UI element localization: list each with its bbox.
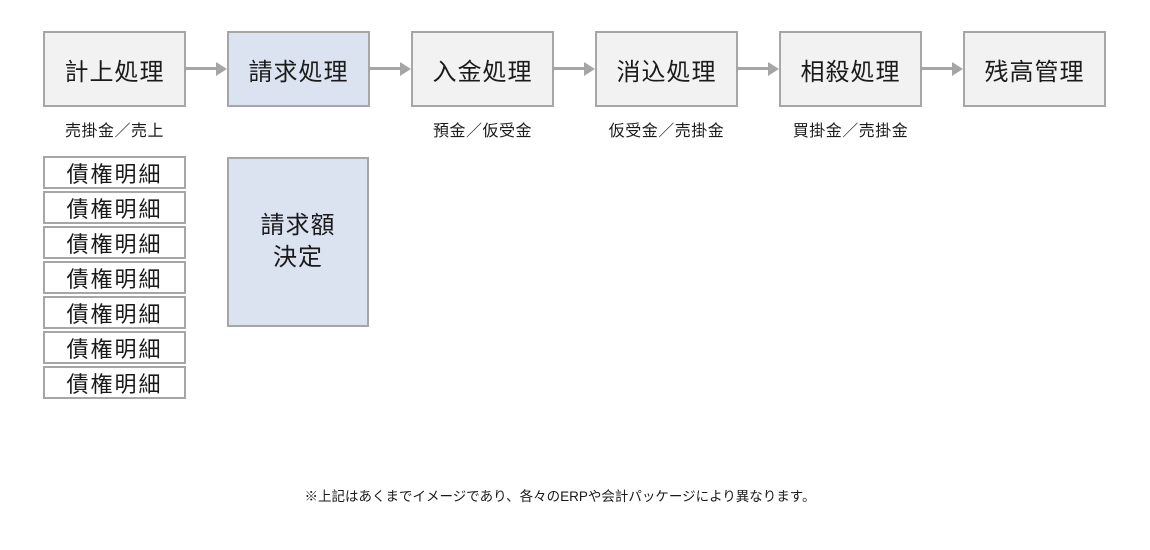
flow-step-balance: 残高管理 — [963, 31, 1106, 107]
receivable-detail-row: 債権明細 — [43, 261, 186, 294]
arrow-head — [584, 62, 595, 76]
receivable-detail-row: 債権明細 — [43, 296, 186, 329]
arrow-line — [370, 67, 401, 70]
disclaimer-note: ※上記はあくまでイメージであり、各々のERPや会計パッケージにより異なります。 — [304, 489, 816, 504]
journal-entry-label: 仮受金／売掛金 — [608, 123, 725, 140]
arrow-right-icon — [554, 62, 595, 76]
arrow-right-icon — [922, 62, 963, 76]
journal-entry-label: 買掛金／売掛金 — [792, 123, 909, 140]
arrow-right-icon — [186, 62, 227, 76]
arrow-line — [186, 67, 217, 70]
arrow-right-icon — [370, 62, 411, 76]
flow-step-label: 入金処理 — [432, 58, 533, 86]
flow-step-label: 計上処理 — [64, 58, 165, 86]
arrow-head — [216, 62, 227, 76]
receivable-detail-row: 債権明細 — [43, 156, 186, 189]
billing-amount-box: 請求額 決定 — [227, 157, 369, 327]
arrow-line — [738, 67, 769, 70]
flow-step-offset: 相殺処理 — [779, 31, 922, 107]
receivable-detail-row: 債権明細 — [43, 226, 186, 259]
flow-step-clearing: 消込処理 — [595, 31, 738, 107]
arrow-head — [400, 62, 411, 76]
journal-entry-label: 売掛金／売上 — [64, 123, 164, 140]
arrow-line — [554, 67, 585, 70]
flow-step-billing: 請求処理 — [227, 31, 370, 107]
flow-step-label: 相殺処理 — [800, 58, 901, 86]
flow-step-label: 消込処理 — [616, 58, 717, 86]
flow-step-label: 請求処理 — [248, 58, 349, 86]
arrow-head — [768, 62, 779, 76]
flow-step-deposit: 入金処理 — [411, 31, 554, 107]
receivable-detail-row: 債権明細 — [43, 366, 186, 399]
arrow-line — [922, 67, 953, 70]
flow-step-label: 残高管理 — [984, 58, 1085, 86]
receivable-detail-list: 債権明細 債権明細 債権明細 債権明細 債権明細 債権明細 債権明細 — [43, 156, 186, 401]
receivable-detail-row: 債権明細 — [43, 331, 186, 364]
arrow-right-icon — [738, 62, 779, 76]
journal-entry-label: 預金／仮受金 — [432, 123, 532, 140]
receivable-detail-row: 債権明細 — [43, 191, 186, 224]
arrow-head — [952, 62, 963, 76]
flow-step-recording: 計上処理 — [43, 31, 186, 107]
